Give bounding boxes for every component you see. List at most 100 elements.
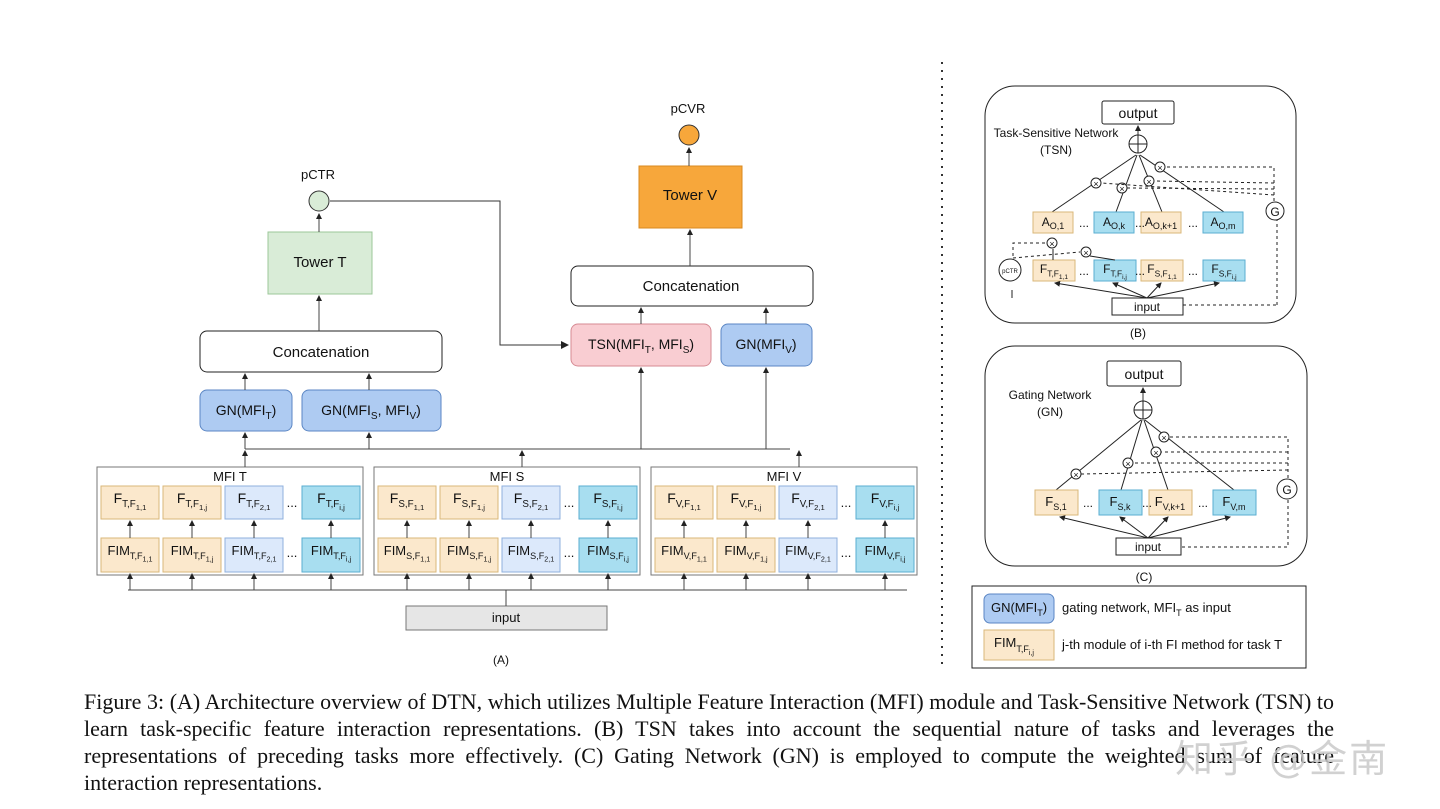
concat-left-box [199,330,443,373]
tsn-a-label: AO,k [1103,215,1126,231]
feature-label: FT,F1,1 [114,490,147,512]
ellipsis: ... [1198,496,1208,510]
concat-right-label: Concatenation [643,278,740,295]
legend-fim-desc: j-th module of i-th FI method for task T [1061,637,1282,652]
fim-box [377,537,437,573]
svg-text:×: × [1119,184,1124,194]
feature-box [162,485,222,520]
gn-title-2: (GN) [1037,405,1063,419]
figure-caption: Figure 3: (A) Architecture overview of D… [84,689,1334,795]
fim-box [716,537,776,573]
tsn-f-label: FS,Fi,j [1211,262,1237,281]
feature-box [578,485,638,520]
gn-v-label: GN(MFIV) [735,336,796,356]
fim-box [162,537,222,573]
tsn-a-node [1093,211,1135,234]
fim-box [301,537,361,573]
fim-label: FIMT,F2,1 [232,543,277,564]
tsn-input-label: input [1134,300,1161,314]
feature-label: FS,F2,1 [514,490,549,512]
tsn-a-label: AO,1 [1042,215,1065,231]
feature-label: FT,F1,j [177,490,208,512]
feature-label: FS,F1,j [453,490,485,512]
feature-box [855,485,915,520]
watermark: 知乎 @金南 [1175,737,1390,781]
ellipsis: ... [1079,264,1089,278]
tsn-title-1: Task-Sensitive Network [994,126,1120,140]
feature-box [301,485,361,520]
ellipsis: ... [287,495,298,510]
feature-label: FT,Fi,j [317,490,345,512]
ellipsis: ... [564,495,575,510]
gn-f-node [1148,489,1193,516]
legend: GN(MFIT) gating network, MFIT as input F… [971,585,1307,669]
fim-label: FIMS,Fi,j [587,543,629,564]
ellipsis: ... [1188,264,1198,278]
feature-label: FS,Fi,j [593,490,623,512]
gn-gate-icon [1276,478,1298,500]
fim-label: FIMT,Fi,j [311,543,352,564]
pcvr-node [678,124,700,146]
gn-f-label: FV,k+1 [1155,494,1185,512]
gn-f-node [1212,489,1257,516]
mfi-group-title: MFI S [490,469,525,484]
fim-box [654,537,714,573]
mfi-group: MFI TFT,F1,1FIMT,F1,1FT,F1,jFIMT,F1,jFT,… [96,450,364,590]
fim-label: FIMV,F2,1 [785,543,831,564]
tsn-title-2: (TSN) [1040,143,1072,157]
input-label: input [492,610,521,625]
ellipsis: ... [841,545,852,560]
tsn-gate-label: G [1270,205,1279,219]
tsn-pctr-node [998,258,1022,282]
feature-label: FS,F1,1 [390,490,425,512]
mfi-group-title: MFI V [767,469,802,484]
svg-text:×: × [1146,177,1151,187]
panel-b-label: (B) [1130,326,1146,340]
mfi-group: MFI VFV,F1,1FIMV,F1,1FV,F1,jFIMV,F1,jFV,… [650,450,918,590]
gn-output-label: output [1125,366,1164,382]
ellipsis: ... [564,545,575,560]
gn-f-label: FS,k [1110,494,1131,512]
tsn-label: TSN(MFIT, MFIS) [588,336,694,356]
feature-box [439,485,499,520]
fim-label: FIMS,F1,1 [384,543,431,564]
feature-box [654,485,714,520]
fim-label: FIMS,F2,1 [508,543,555,564]
tsn-a-node [1140,211,1182,234]
tower-v-box [638,165,743,229]
legend-fim-box [983,629,1055,661]
legend-gn-box [983,593,1055,624]
concat-right-box [570,265,814,307]
tsn-f-label: FT,F1,1 [1040,262,1068,281]
feature-label: FV,F2,1 [791,490,825,512]
tower-t-label: Tower T [293,254,346,271]
tsn-f-node [1202,259,1246,282]
panel-a-label: (A) [493,653,509,667]
tsn-pctr-label: pCTR [1002,269,1018,275]
tsn-f-label: FT,Fi,j [1103,262,1127,281]
svg-text:×: × [1083,248,1088,258]
tsn-f-node [1140,259,1184,282]
gn-output-box [1106,360,1182,387]
ellipsis: ... [1135,216,1145,230]
fim-box [100,537,160,573]
tsn-gate-icon [1265,201,1285,221]
svg-text:×: × [1157,163,1162,173]
mfi-group-title: MFI T [213,469,247,484]
tower-t-box [267,231,373,295]
tsn-multipliers [1046,161,1166,258]
legend-gn-desc: gating network, MFIT as input [1062,600,1231,618]
tsn-output-label: output [1119,105,1158,121]
svg-text:×: × [1125,459,1130,469]
panel-c: output Gating Network (GN) × × × × G FS,… [984,345,1308,584]
legend-gn-label: GN(MFIT) [991,600,1047,618]
svg-text:×: × [1073,470,1078,480]
ellipsis: ... [841,495,852,510]
fim-label: FIMV,F1,1 [661,543,707,564]
fim-label: FIMV,Fi,j [865,543,906,564]
fim-label: FIMS,F1,j [447,543,492,564]
fim-box [501,537,561,573]
ellipsis: ... [1079,216,1089,230]
tsn-a-label: AO,k+1 [1145,215,1177,231]
